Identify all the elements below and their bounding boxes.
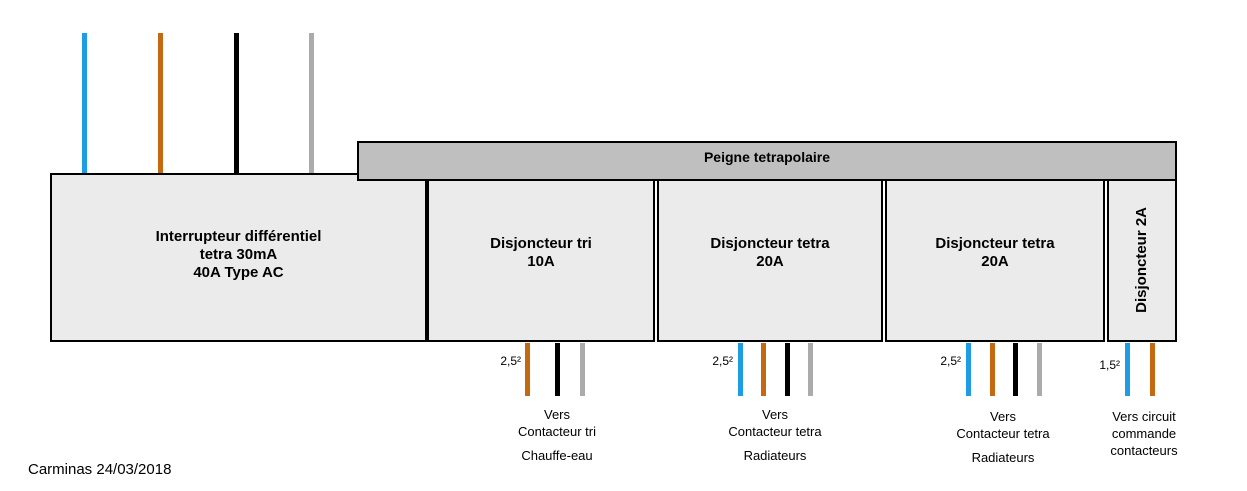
tri-output-wire-black — [555, 343, 560, 396]
breaker-tetra-2-title: Disjoncteur tetra — [935, 235, 1055, 252]
wire-size-label-tri: 2,5² — [500, 354, 521, 368]
tetra1-dest-line1: Vers — [761, 407, 788, 422]
breaker-2a-title: Disjoncteur 2A — [1133, 207, 1150, 313]
breaker-tetra-2-rating: 20A — [981, 253, 1009, 270]
breaker-tetra-1-title: Disjoncteur tetra — [710, 235, 830, 252]
tetra2-output-wire-blue — [966, 343, 971, 396]
wire-size-label-tetra-2: 2,5² — [940, 354, 961, 368]
breaker-tetra-1-box: Disjoncteur tetra 20A — [657, 178, 883, 342]
breaker-tri-box: Disjoncteur tri 10A — [427, 178, 655, 342]
tri-dest-line3: Chauffe-eau — [521, 448, 593, 463]
incoming-wire-orange — [158, 33, 163, 174]
tetra1-destination-label: Vers Contacteur tetra Radiateurs — [685, 406, 865, 464]
tetra1-output-wire-black — [785, 343, 790, 396]
incoming-wire-gray — [309, 33, 314, 174]
main-switch-title: Interrupteur différentiel — [155, 227, 322, 245]
tetra2-output-wire-gray — [1037, 343, 1042, 396]
tetra2-output-wire-orange — [990, 343, 995, 396]
tri-output-wire-orange — [525, 343, 530, 396]
tetra1-dest-line2: Contacteur tetra — [728, 424, 822, 439]
tetra2-output-wire-black — [1013, 343, 1018, 396]
breaker2a-destination-label: Vers circuit commande contacteurs — [1054, 408, 1234, 459]
tetra1-output-wire-orange — [761, 343, 766, 396]
wire-size-label-tetra-1: 2,5² — [712, 354, 733, 368]
breaker2a-dest-line3: contacteurs — [1110, 443, 1178, 458]
tri-dest-line1: Vers — [543, 407, 570, 422]
breaker2a-dest-line2: commande — [1111, 426, 1177, 441]
tetra2-destination-label: Vers Contacteur tetra Radiateurs — [913, 408, 1093, 466]
breaker-tri-rating: 10A — [527, 253, 555, 270]
tri-output-wire-gray — [580, 343, 585, 396]
tetra1-output-wire-blue — [738, 343, 743, 396]
tetrapolar-comb-busbar: Peigne tetrapolaire — [357, 141, 1177, 181]
author-date-credit: Carminas 24/03/2018 — [28, 461, 172, 478]
tetra1-output-wire-gray — [808, 343, 813, 396]
incoming-wire-blue — [82, 33, 87, 174]
tetra1-dest-line3: Radiateurs — [743, 448, 807, 463]
tetra2-dest-line1: Vers — [989, 409, 1016, 424]
breaker-tetra-2-box: Disjoncteur tetra 20A — [885, 178, 1105, 342]
wire-size-label-2a: 1,5² — [1099, 358, 1120, 372]
main-switch-rating: 40A Type AC — [193, 263, 284, 281]
tetra2-dest-line3: Radiateurs — [971, 450, 1035, 465]
breaker-tetra-1-rating: 20A — [756, 253, 784, 270]
busbar-label: Peigne tetrapolaire — [703, 149, 831, 165]
breaker-tri-title: Disjoncteur tri — [490, 235, 592, 252]
incoming-wire-black — [234, 33, 239, 174]
main-switch-type: tetra 30mA — [199, 245, 278, 263]
main-differential-switch-box: Interrupteur différentiel tetra 30mA 40A… — [50, 173, 427, 342]
breaker-2a-box: Disjoncteur 2A — [1107, 178, 1177, 342]
breaker2a-output-wire-blue — [1125, 343, 1130, 396]
breaker2a-output-wire-orange — [1150, 343, 1155, 396]
tri-destination-label: Vers Contacteur tri Chauffe-eau — [467, 406, 647, 464]
tetra2-dest-line2: Contacteur tetra — [956, 426, 1050, 441]
breaker2a-dest-line1: Vers circuit — [1112, 409, 1176, 424]
tri-dest-line2: Contacteur tri — [517, 424, 597, 439]
